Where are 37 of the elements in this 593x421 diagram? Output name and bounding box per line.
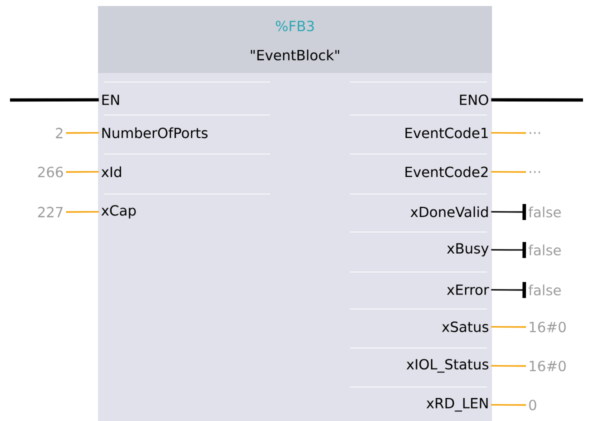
wire: [491, 132, 526, 134]
value-text: ...: [530, 132, 540, 134]
wire: [491, 171, 526, 173]
pin-name: xError: [447, 284, 490, 295]
value-text: 2: [56, 128, 62, 138]
pin-name: xRD_LEN: [426, 398, 488, 412]
wire: [66, 132, 99, 134]
value-text: 0: [529, 400, 536, 410]
pin-name: xDoneValid: [410, 206, 488, 218]
wire: [491, 404, 526, 406]
value-text: false: [528, 206, 561, 218]
value-text: 16#0: [530, 322, 566, 332]
pin-name: ENO: [460, 94, 488, 106]
value-text: ...: [530, 171, 540, 173]
value-text: 16#0: [530, 360, 566, 372]
wire: [491, 98, 583, 102]
pin-name: xSatus: [442, 322, 488, 332]
wire: [491, 242, 526, 258]
pin-name: xIOL_Status: [406, 358, 488, 373]
wire: [491, 365, 526, 367]
pin-name: EventCode1: [406, 127, 488, 138]
value-text: false: [528, 284, 561, 296]
pin-name: EventCode2: [406, 166, 488, 178]
value-text: 266: [38, 166, 63, 178]
value-text: false: [528, 244, 561, 256]
wire: [491, 204, 526, 220]
wire: [66, 171, 99, 173]
pin-name: EN: [102, 94, 119, 105]
wire: [491, 282, 526, 298]
wire: [10, 98, 99, 102]
value-text: 227: [38, 206, 63, 218]
wire: [491, 326, 526, 328]
pin-name: xCap: [101, 205, 136, 218]
pin-name: xBusy: [447, 243, 489, 256]
pin-name: xId: [101, 166, 122, 178]
pin-name: NumberOfPorts: [102, 127, 208, 138]
wire: [66, 211, 99, 213]
